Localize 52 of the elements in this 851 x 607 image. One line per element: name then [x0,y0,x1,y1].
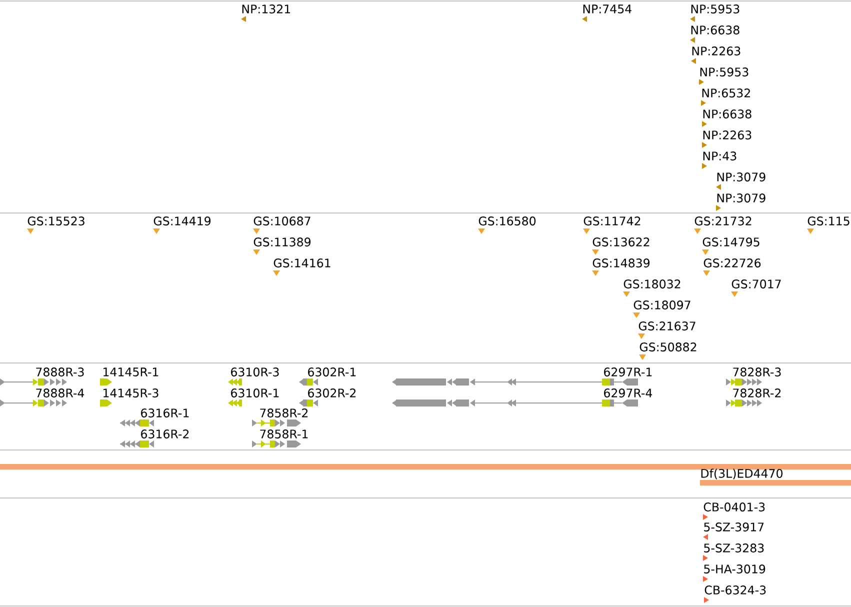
feature-label: GS:115 [808,216,850,226]
feature-label: GS:7017 [732,280,781,288]
feature-label: 6297R-4 [604,388,652,398]
feature-label: GS:14419 [154,216,210,226]
feature-label: GS:21732 [694,216,752,226]
feature-label: NP:2263 [703,130,752,140]
feature-label: NP:6638 [691,26,740,34]
feature-label: NP:43 [703,152,736,160]
feature-label: 6310R-3 [231,368,279,376]
feature-label: CB-6324-3 [704,586,766,594]
feature-label: GS:21637 [638,322,696,330]
feature-label: NP:6638 [703,110,752,118]
feature-label: NP:7454 [583,4,632,14]
feature-label: NP:6532 [702,88,750,98]
feature-label: GS:18032 [624,280,680,288]
feature-label: 6302R-2 [308,388,356,398]
feature-label: NP:5953 [691,4,740,14]
feature-label: GS:18097 [634,300,690,310]
feature-label: 5-SZ-3283 [704,544,764,552]
feature-label: 6310R-1 [231,388,279,398]
feature-label: GS:14839 [592,258,650,268]
feature-label: GS:16580 [478,216,536,226]
feature-label: 5-HA-3019 [704,564,766,574]
feature-label: GS:22726 [704,258,761,268]
feature-label: 6297R-1 [604,368,652,376]
feature-label: NP:3079 [717,194,766,202]
feature-label: 7828R-3 [733,368,781,376]
feature-label: 7858R-1 [260,430,308,438]
feature-label: GS:50882 [640,342,696,352]
feature-label: NP:5953 [700,68,748,76]
feature-label: 6316R-1 [141,408,189,418]
feature-label: GS:14795 [702,238,760,246]
feature-label: 14145R-1 [104,368,158,376]
feature-label: GS:11389 [254,238,310,246]
feature-label: 7888R-4 [36,388,84,398]
feature-label: 6302R-1 [308,368,356,376]
feature-label: NP:2263 [692,46,740,56]
feature-label: 5-SZ-3917 [704,522,764,532]
feature-label: GS:14161 [274,258,330,268]
feature-label: 7888R-3 [36,368,84,376]
feature-label: GS:13622 [592,238,650,246]
feature-label: GS:11742 [584,216,640,226]
feature-label: NP:3079 [717,172,766,182]
feature-label: 7858R-2 [260,408,308,418]
feature-label: Df(3L)ED4470 [701,468,782,480]
feature-label: 6316R-2 [141,430,189,438]
feature-label: 7828R-2 [733,388,781,398]
feature-label: 14145R-3 [104,388,158,398]
feature-label: GS:10687 [254,216,310,226]
feature-label: CB-0401-3 [704,502,765,512]
feature-label: GS:15523 [28,216,84,226]
feature-label: NP:1321 [242,4,290,14]
